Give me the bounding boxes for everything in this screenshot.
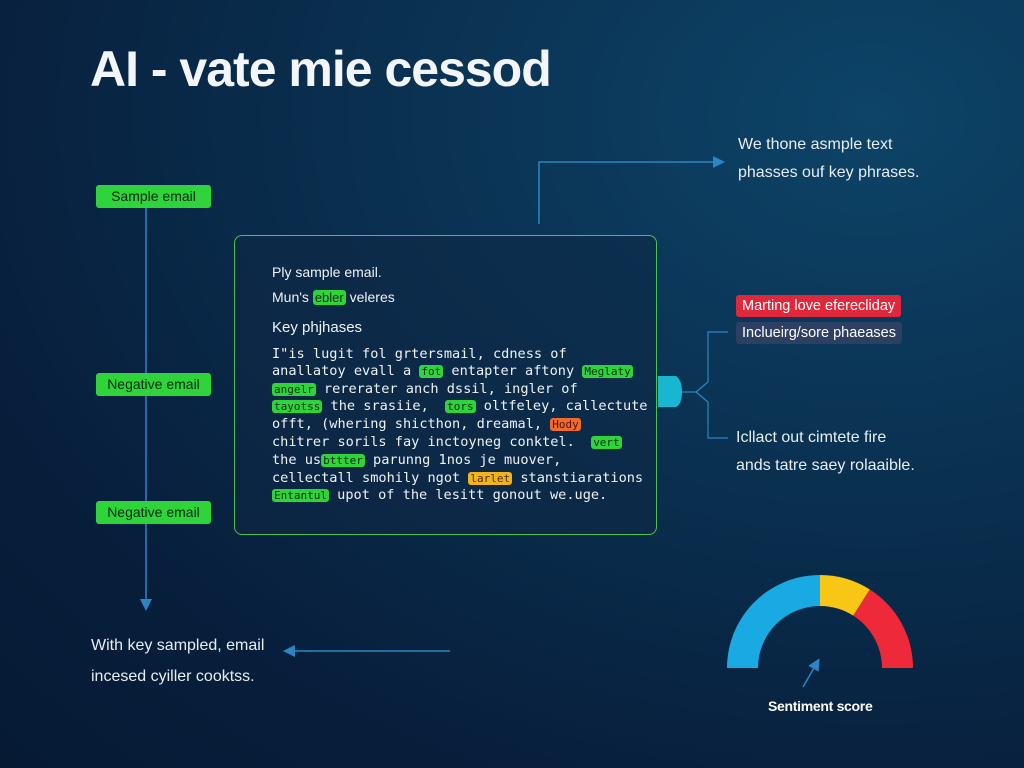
note-line: ands tatre saey rolaaible. bbox=[736, 457, 915, 474]
branch-connector-2 bbox=[695, 391, 728, 439]
body-line: angelr rererater anch dssil, ingler of bbox=[272, 381, 648, 399]
key-phrase-highlight: Entantul bbox=[272, 489, 329, 503]
panel-line-2: Mun's ebler veleres bbox=[272, 289, 395, 305]
note-line: Icllact out cimtete fire bbox=[736, 429, 887, 446]
bottom-left-note: With key sampled, email incesed cyiller … bbox=[91, 630, 264, 692]
text: stanstiarations bbox=[512, 469, 644, 486]
top-connector bbox=[538, 156, 725, 224]
key-phrase-highlight: fot bbox=[419, 364, 444, 378]
text: upot of the lesitt gonout we.uge. bbox=[328, 487, 608, 504]
negative-phrase-tag: Marting love eferecliday bbox=[736, 295, 902, 317]
body-line: cellectall smohily ngot larlet stanstiar… bbox=[272, 470, 648, 488]
body-line: tayotss the srasiie, tors oltfeley, call… bbox=[272, 398, 648, 416]
text: veleres bbox=[349, 289, 395, 305]
gauge-label: Sentiment score bbox=[768, 698, 873, 714]
phrase-tag: Inclueirg/sore phaeases bbox=[736, 322, 902, 344]
text: cellectall smohily ngot bbox=[272, 469, 469, 486]
text: anallatoy evall a bbox=[272, 362, 420, 379]
key-phrase-highlight: Meglaty bbox=[582, 364, 633, 378]
text: the srasiie, bbox=[322, 398, 446, 415]
text: oltfeley, callectute bbox=[475, 398, 648, 415]
right-note: Icllact out cimtete fire ands tatre saey… bbox=[736, 424, 915, 480]
text: Mun's bbox=[272, 289, 309, 305]
note-line: incesed cyiller cooktss. bbox=[91, 668, 255, 685]
gauge-segment-2 bbox=[853, 589, 913, 668]
panel-connector-plug bbox=[658, 376, 682, 407]
highlight-tag: ebler bbox=[312, 290, 346, 305]
page-title: AI - vate mie cessod bbox=[90, 41, 552, 97]
key-phrase-highlight: angelr bbox=[272, 382, 316, 396]
key-phrase-highlight: vert bbox=[591, 435, 622, 449]
gauge-segment-0 bbox=[727, 575, 820, 668]
body-line: offt, (whering shicthon, dreamal, Hody bbox=[272, 416, 648, 434]
note-line: With key sampled, email bbox=[91, 637, 265, 654]
text: I"is lugit fol grtersmail, cdness of bbox=[272, 346, 567, 362]
sentiment-gauge bbox=[727, 575, 913, 668]
panel-line-1: Ply sample email. bbox=[272, 264, 382, 280]
key-phrase-highlight: tayotss bbox=[272, 400, 323, 414]
pill-negative-email-2: Negative email bbox=[96, 501, 211, 524]
key-phrase-highlight: Hody bbox=[550, 418, 581, 432]
text: entapter aftony bbox=[443, 362, 583, 379]
body-line: chitrer sorils fay inctoyneg conktel. ve… bbox=[272, 434, 648, 452]
text: the us bbox=[272, 451, 322, 468]
note-line: We thone asmple text bbox=[738, 136, 893, 153]
body-line: I"is lugit fol grtersmail, cdness of bbox=[272, 346, 648, 363]
text: rererater anch dssil, ingler of bbox=[315, 380, 578, 397]
pill-negative-email: Negative email bbox=[96, 373, 211, 396]
pill-sample-email: Sample email bbox=[96, 185, 211, 208]
gauge-segment-1 bbox=[820, 575, 870, 616]
note-line: phasses ouf key phrases. bbox=[738, 164, 920, 181]
text: chitrer sorils fay inctoyneg conktel. bbox=[272, 433, 592, 450]
key-phrase-highlight: larlet bbox=[468, 471, 513, 485]
body-line: Entantul upot of the lesitt gonout we.ug… bbox=[272, 487, 648, 505]
text: offt, (whering shicthon, dreamal, bbox=[272, 416, 551, 433]
key-phrase-highlight: bttter bbox=[321, 453, 365, 467]
key-phrase-highlight: tors bbox=[445, 400, 476, 414]
top-right-note: We thone asmple text phasses ouf key phr… bbox=[738, 131, 919, 187]
text: parunng 1nos je muover, bbox=[364, 451, 562, 468]
email-analysis-panel: Ply sample email. Mun's ebler veleres Ke… bbox=[234, 235, 657, 535]
gauge-needle-icon bbox=[802, 658, 820, 688]
branch-connector bbox=[682, 331, 728, 393]
body-line: anallatoy evall a fot entapter aftony Me… bbox=[272, 363, 648, 381]
key-phrases-heading: Key phjhases bbox=[272, 319, 363, 336]
